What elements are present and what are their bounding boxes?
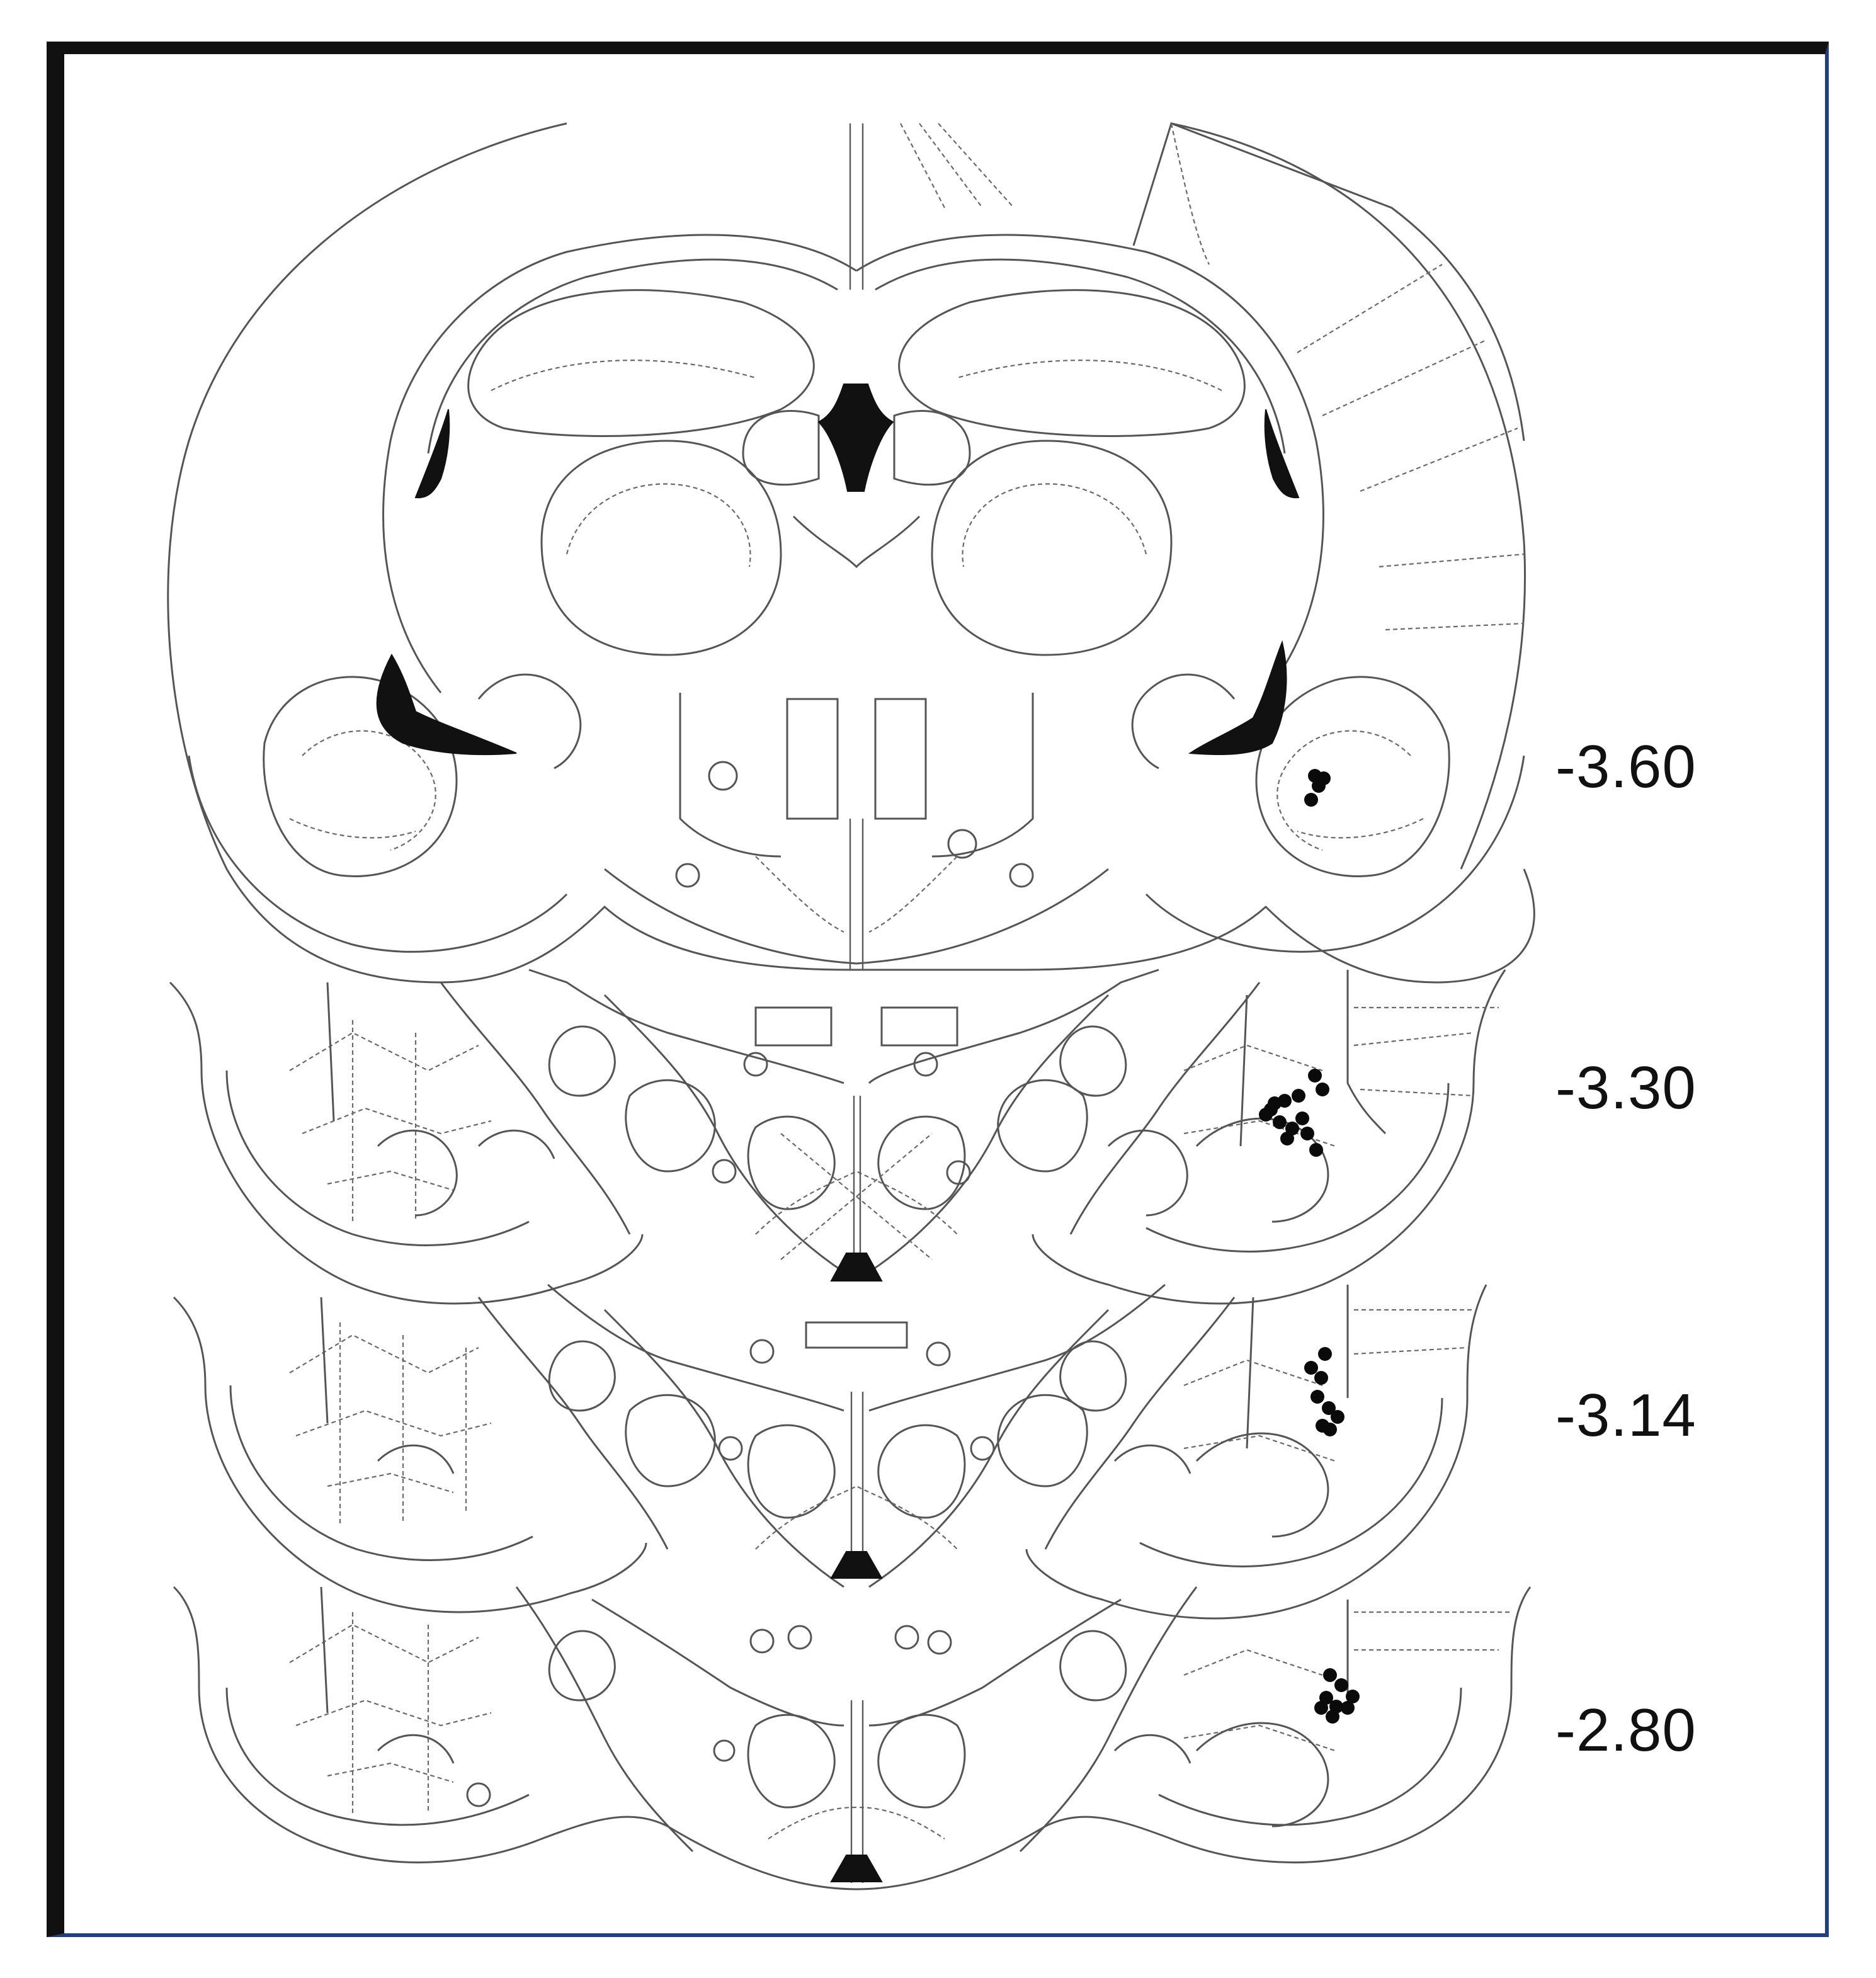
section-level-label-4: -2.80 [1555, 1697, 1697, 1764]
recording-site-dot [1334, 1678, 1348, 1692]
recording-site-dot [1322, 1401, 1336, 1415]
recording-site-dot [1341, 1701, 1355, 1715]
recording-site-dot [1309, 1143, 1323, 1157]
recording-site-dot [1300, 1127, 1314, 1140]
recording-site-dot [1273, 1115, 1287, 1129]
recording-site-dot [1312, 779, 1326, 793]
recording-site-dot [1280, 1132, 1294, 1145]
section-level-label-2: -3.30 [1555, 1054, 1697, 1122]
coronal-section-1 [167, 122, 1535, 984]
recording-site-dot [1308, 1069, 1322, 1083]
figure-frame [47, 42, 1829, 1937]
recording-site-dot [1268, 1096, 1282, 1110]
recording-site-markers [1259, 769, 1360, 1724]
recording-site-dot [1292, 1089, 1305, 1103]
coronal-section-2 [169, 969, 1506, 1305]
recording-site-dot [1346, 1690, 1360, 1703]
recording-site-dot [1295, 1111, 1309, 1125]
coronal-section-4 [173, 1586, 1532, 1890]
recording-site-dot [1323, 1668, 1337, 1682]
recording-site-dot [1323, 1423, 1337, 1436]
recording-site-dot [1259, 1108, 1273, 1122]
recording-site-dot [1314, 1371, 1328, 1385]
recording-site-dot [1318, 1347, 1332, 1361]
recording-site-dot [1331, 1410, 1344, 1424]
section-level-label-1: -3.60 [1555, 733, 1697, 800]
recording-site-dot [1316, 1083, 1329, 1096]
recording-site-dot [1310, 1390, 1324, 1404]
recording-site-dot [1304, 793, 1318, 807]
section-level-label-3: -3.14 [1555, 1382, 1697, 1449]
recording-site-dot [1304, 1361, 1318, 1375]
recording-site-dot [1326, 1710, 1339, 1724]
recording-site-dot [1314, 1701, 1328, 1715]
coronal-section-3 [173, 1283, 1487, 1620]
